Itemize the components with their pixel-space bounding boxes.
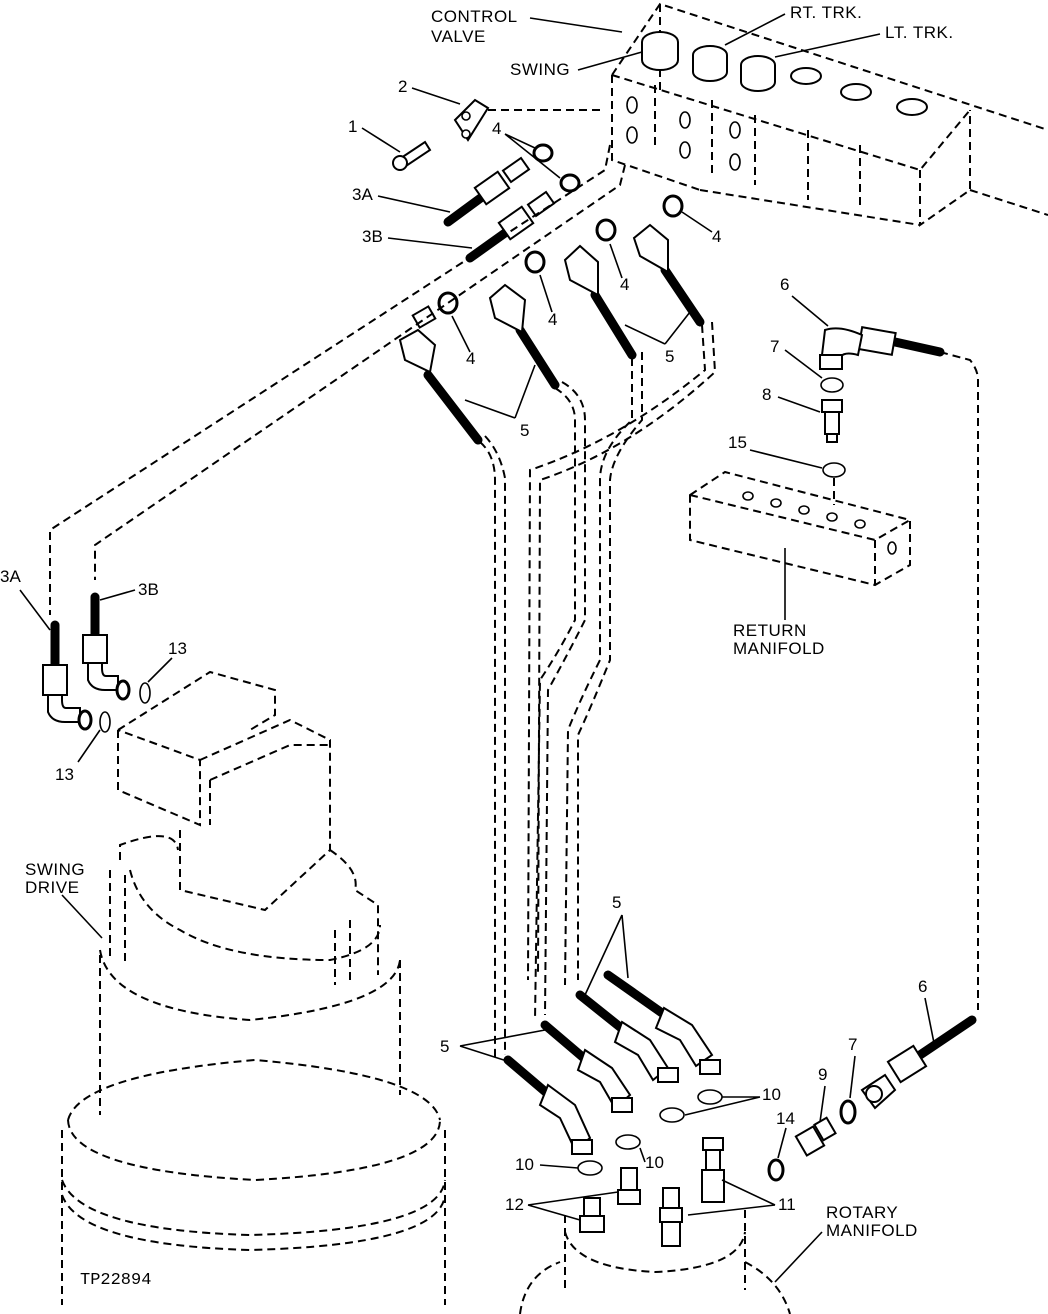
callout-8: 8 <box>762 385 771 404</box>
fittings-11-12 <box>579 1137 725 1247</box>
callout-14: 14 <box>776 1109 795 1128</box>
bolt-part <box>392 140 432 171</box>
swing-drive <box>61 670 446 1305</box>
return-manifold-label-line1: RETURN <box>733 621 807 640</box>
adapter-9 <box>794 1116 837 1157</box>
rotary-manifold-label-line1: ROTARY <box>826 1203 898 1222</box>
control-valve-label-line1: CONTROL <box>431 7 518 26</box>
swing-drive-label-line2: DRIVE <box>25 878 79 897</box>
adapter-8 <box>821 399 843 443</box>
control-valve <box>611 2 1048 227</box>
rotary-manifold-hoses <box>503 970 721 1155</box>
callout-10-right: 10 <box>762 1085 781 1104</box>
o-ring-10d <box>577 1160 603 1176</box>
o-ring-13b <box>139 682 151 704</box>
clamp-part <box>453 98 490 142</box>
hose-5-valve-ends <box>398 194 705 445</box>
callout-1: 1 <box>348 117 357 136</box>
rotary-manifold-label-line2: MANIFOLD <box>826 1221 918 1240</box>
return-fitting-6-bottom <box>860 1015 977 1110</box>
lt-trk-label: LT. TRK. <box>885 23 954 42</box>
o-ring-7-bottom <box>839 1099 857 1125</box>
o-ring-10b <box>659 1107 685 1123</box>
o-ring-15 <box>822 462 846 478</box>
o-ring-10c <box>615 1134 641 1150</box>
callout-2: 2 <box>398 77 407 96</box>
o-ring-13a <box>99 711 111 733</box>
hose-3b-swing-end <box>82 592 131 701</box>
o-ring-7-top <box>820 377 844 393</box>
callout-5-bottom-left: 5 <box>440 1037 449 1056</box>
o-ring-4a <box>532 143 554 163</box>
hose-3a-valve-end <box>443 156 531 227</box>
return-manifold <box>689 470 911 587</box>
callout-3b-side: 3B <box>138 580 159 599</box>
hose-3a-swing-end <box>42 620 93 731</box>
callout-3a-side: 3A <box>0 567 21 586</box>
control-valve-label: CONTROL VALVE <box>431 7 623 46</box>
o-ring-14 <box>767 1158 785 1182</box>
callout-6-bottom: 6 <box>918 977 927 996</box>
o-ring-10a <box>697 1089 723 1105</box>
o-ring-4b <box>559 173 581 193</box>
callout-9: 9 <box>818 1065 827 1084</box>
rotary-manifold <box>519 1210 791 1314</box>
callout-4-top: 4 <box>492 119 501 138</box>
callout-5-right: 5 <box>665 347 674 366</box>
swing-label: SWING <box>510 60 570 79</box>
callout-13-top: 13 <box>168 639 187 658</box>
callout-3b-top: 3B <box>362 227 383 246</box>
callout-4-d: 4 <box>712 227 721 246</box>
callout-4-c: 4 <box>620 275 629 294</box>
callout-12: 12 <box>505 1195 524 1214</box>
callout-10-mid: 10 <box>645 1153 664 1172</box>
callout-6-top: 6 <box>780 275 789 294</box>
swing-drive-label-line1: SWING <box>25 860 85 879</box>
figure-id: TP22894 <box>80 1271 151 1290</box>
return-fitting-6 <box>819 326 945 370</box>
callout-13-bottom: 13 <box>55 765 74 784</box>
callout-3a-top: 3A <box>352 185 373 204</box>
return-manifold-label-line2: MANIFOLD <box>733 639 825 658</box>
dashed-hose-routes <box>49 109 979 1060</box>
control-valve-label-line2: VALVE <box>431 27 486 46</box>
callout-10-left: 10 <box>515 1155 534 1174</box>
callout-15: 15 <box>728 433 747 452</box>
callout-7-bottom: 7 <box>848 1035 857 1054</box>
callout-5-bottom-right: 5 <box>612 893 621 912</box>
rt-trk-label: RT. TRK. <box>790 3 862 22</box>
callout-5-left: 5 <box>520 421 529 440</box>
callout-4-a: 4 <box>466 349 475 368</box>
callout-7-top: 7 <box>770 337 779 356</box>
callout-11: 11 <box>778 1195 796 1214</box>
callout-4-b: 4 <box>548 310 557 329</box>
